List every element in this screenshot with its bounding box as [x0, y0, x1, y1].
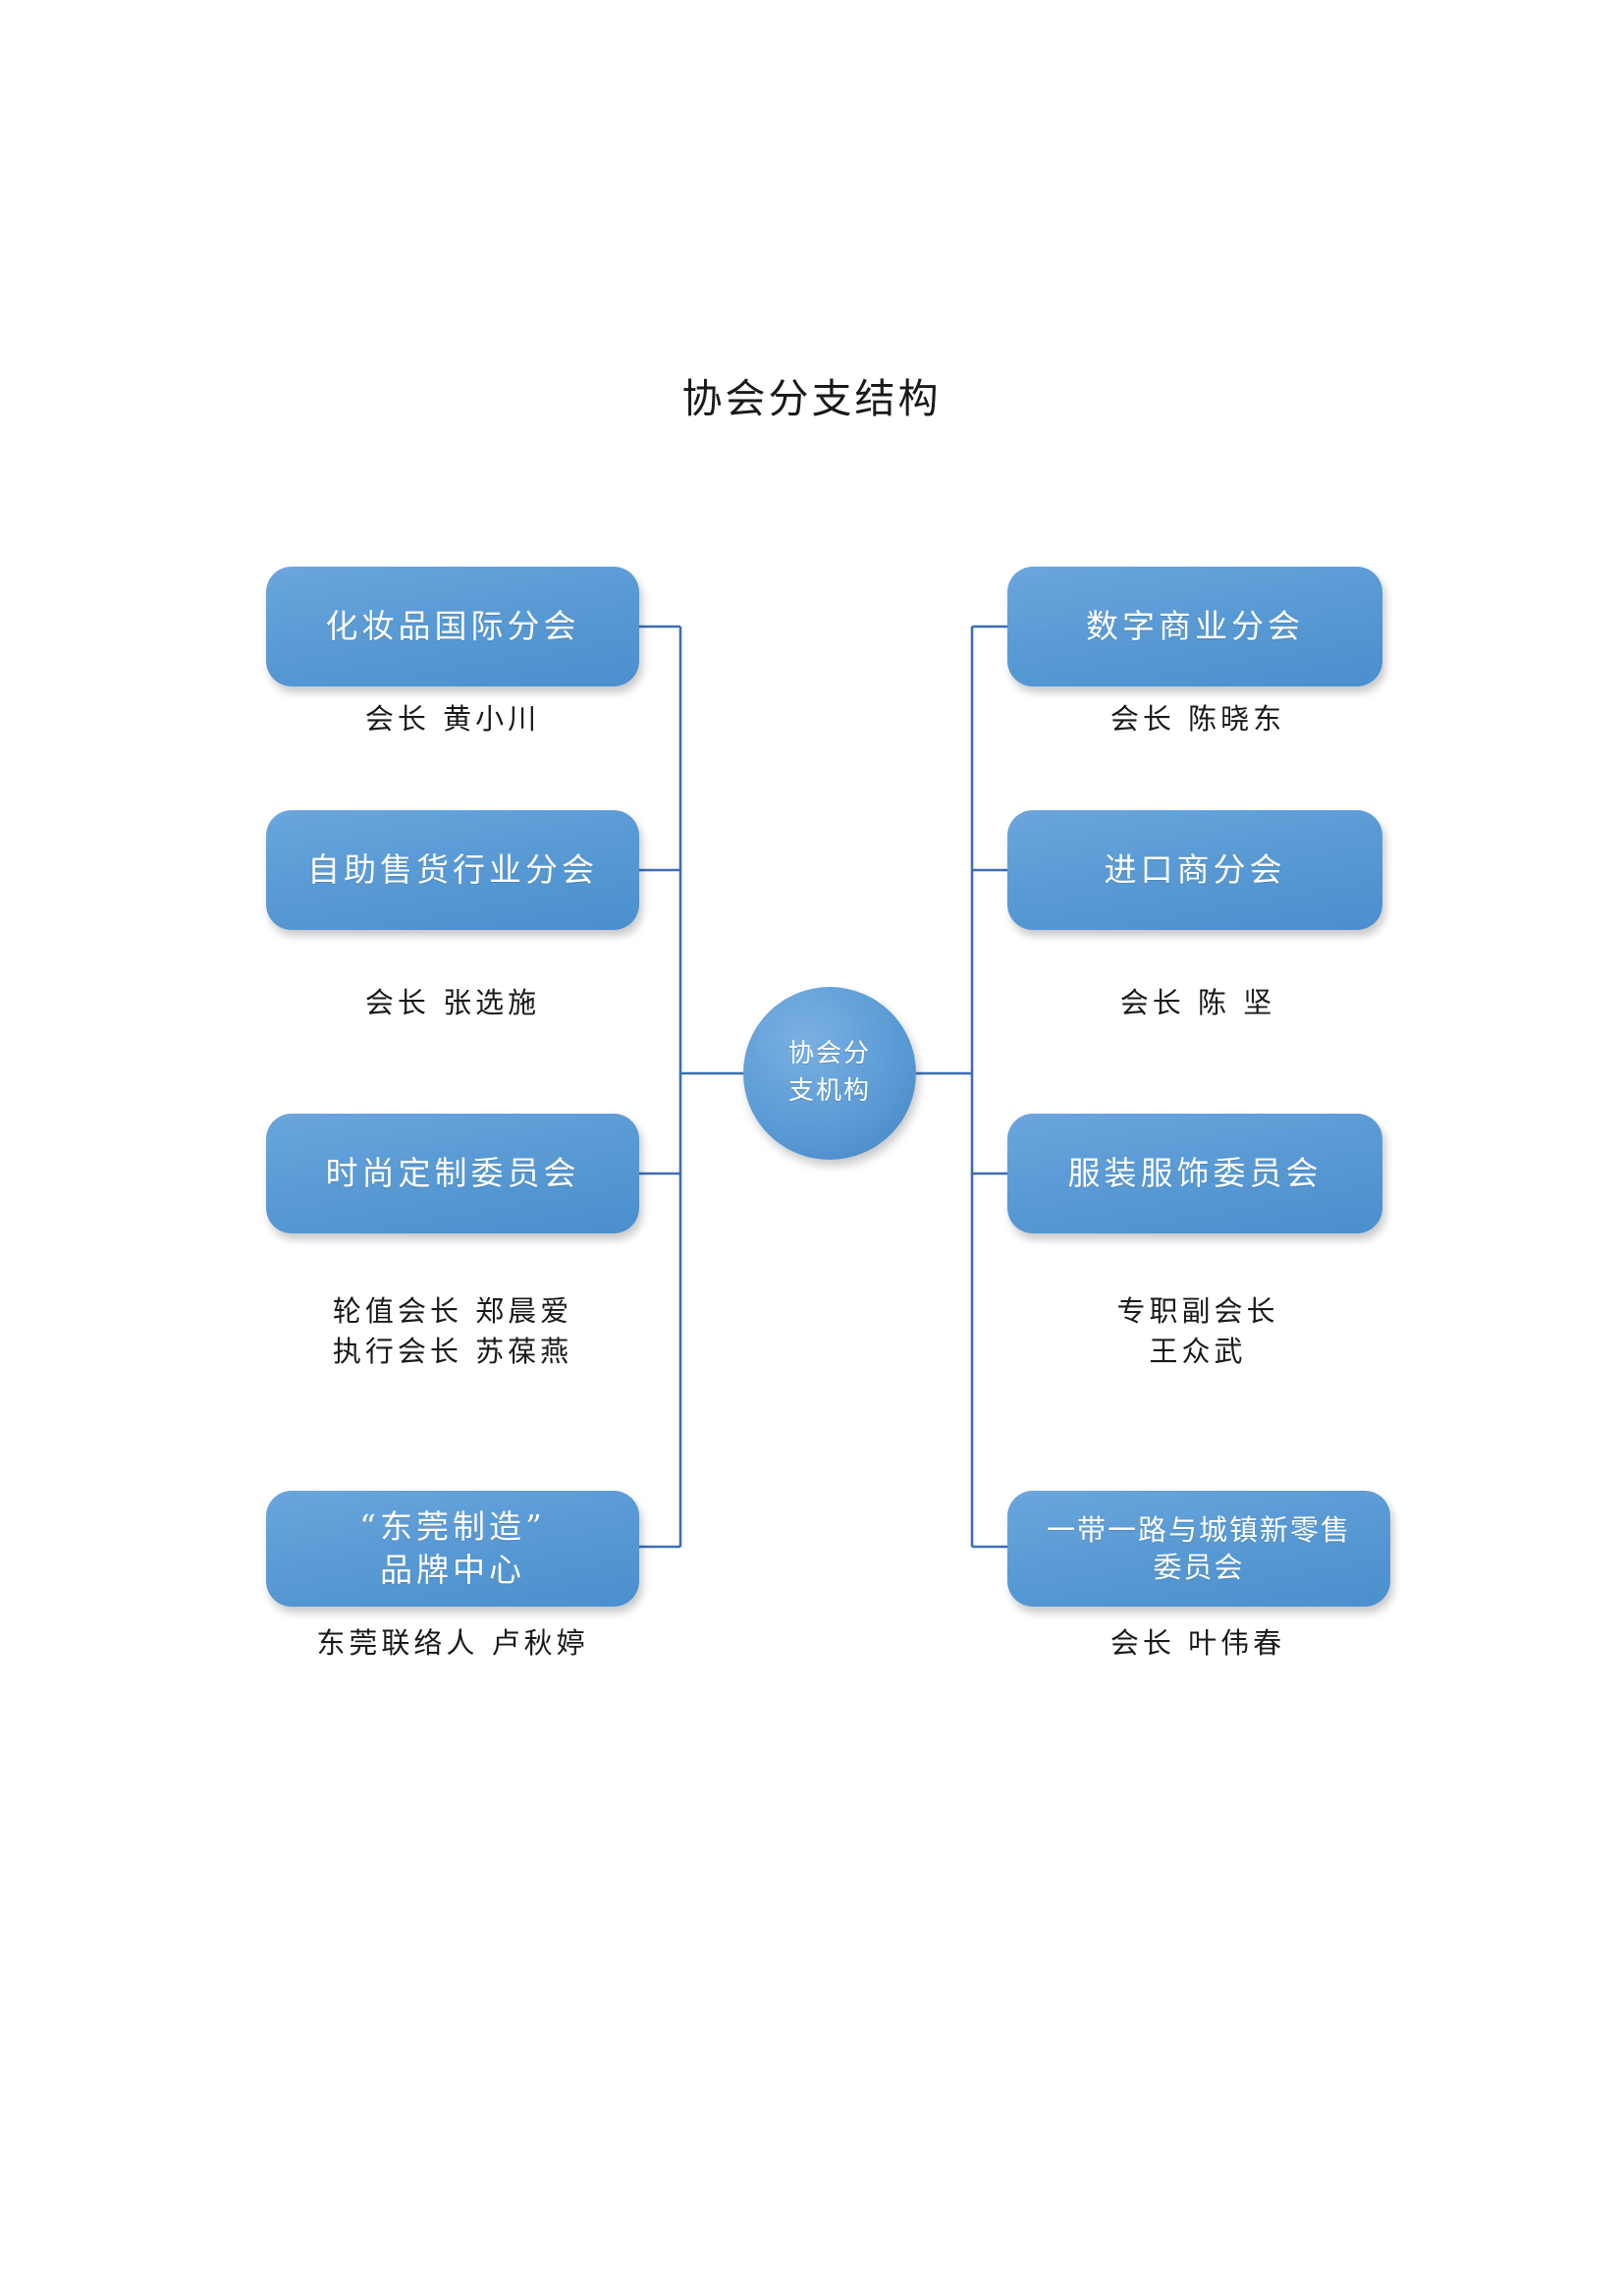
page-title: 协会分支结构 — [681, 375, 942, 422]
caption-right-4: 会长 叶伟春 — [1109, 1626, 1286, 1660]
node-right-3[interactable]: 服装服饰委员会 — [1007, 1114, 1382, 1233]
center-node[interactable]: 协会分 支机构 — [743, 987, 916, 1160]
caption-right-1: 会长 陈晓东 — [1109, 702, 1286, 736]
caption-left-3: 轮值会长 郑晨爱 执行会长 苏葆燕 — [332, 1294, 573, 1369]
node-right-4[interactable]: 一带一路与城镇新零售 委员会 — [1007, 1491, 1390, 1607]
node-right-1[interactable]: 数字商业分会 — [1007, 567, 1382, 686]
caption-right-2: 会长 陈 坚 — [1119, 986, 1276, 1019]
node-left-4[interactable]: “东莞制造” 品牌中心 — [266, 1491, 639, 1607]
caption-left-4: 东莞联络人 卢秋婷 — [316, 1626, 589, 1660]
node-left-2[interactable]: 自助售货行业分会 — [266, 810, 639, 930]
caption-left-1: 会长 黄小川 — [364, 702, 541, 736]
caption-left-2: 会长 张选施 — [364, 986, 541, 1019]
node-left-1[interactable]: 化妆品国际分会 — [266, 567, 639, 686]
node-right-2[interactable]: 进口商分会 — [1007, 810, 1382, 930]
caption-right-3: 专职副会长 王众武 — [1116, 1294, 1279, 1369]
node-left-3[interactable]: 时尚定制委员会 — [266, 1114, 639, 1233]
